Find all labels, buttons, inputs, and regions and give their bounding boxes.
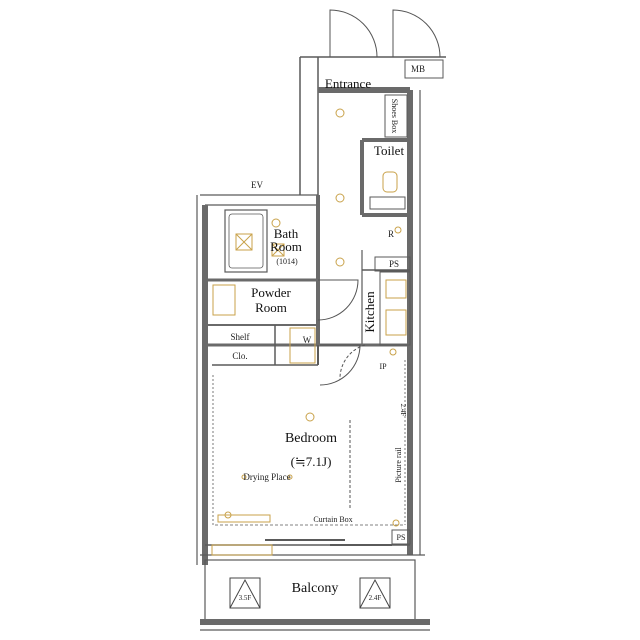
fixtures [211,108,407,556]
label-ip: IP [379,362,387,371]
toilet-icon [382,171,398,193]
balcony-unit-icon [211,544,273,556]
room-bath-line1: Bath [274,226,299,241]
socket-icon [394,226,402,234]
label-vent-left: 3.5F [239,594,252,602]
label-mb: MB [411,64,425,74]
label-w: W [303,335,312,345]
label-ceiling-height: 2.4F [399,404,407,417]
label-clo: Clo. [232,351,247,361]
bath-fan-icon [271,218,281,228]
room-powder-line2: Room [255,300,287,315]
label-ps-lower: PS [397,533,406,542]
room-bath-line2: Room [270,239,302,254]
vents [229,577,391,609]
socket-2-icon [389,348,397,356]
doors [317,9,441,510]
walls [196,56,446,631]
room-bedroom: Bedroom [285,431,337,446]
kitchen-sink-icon [385,309,407,336]
bath-size: (1014) [276,257,298,266]
label-shoes-box: Shoes Box [390,99,399,133]
bath-box [235,233,285,257]
aircon-icon [217,514,271,523]
room-toilet: Toilet [374,143,405,158]
label-drying-place: Drying Place [243,472,290,482]
label-ps-upper: PS [389,259,399,269]
shelf-bracket-2-icon [287,474,293,480]
bedroom-size: (≒7.1J) [291,454,332,469]
room-balcony: Balcony [292,581,339,596]
label-curtain-box: Curtain Box [313,515,352,524]
label-shelf: Shelf [231,332,250,342]
socket-4-icon [224,511,232,519]
room-kitchen: Kitchen [362,291,377,333]
hall-light-2-icon [335,257,345,267]
powder-sink-icon [212,284,236,316]
label-r: R [388,229,394,239]
label-picture-rail: Picture rail [394,447,403,483]
entrance-light-icon [335,108,345,118]
hall-light-icon [335,193,345,203]
socket-3-icon [392,519,400,527]
washer-icon [289,327,316,364]
room-powder-line1: Powder [251,285,291,300]
label-vent-right: 2.4F [369,594,382,602]
kitchen-stove-icon [385,279,407,299]
room-entrance: Entrance [325,76,371,91]
label-ev: EV [251,180,263,190]
bedroom-light-icon [305,412,315,422]
shelf-bracket-icon [241,474,247,480]
